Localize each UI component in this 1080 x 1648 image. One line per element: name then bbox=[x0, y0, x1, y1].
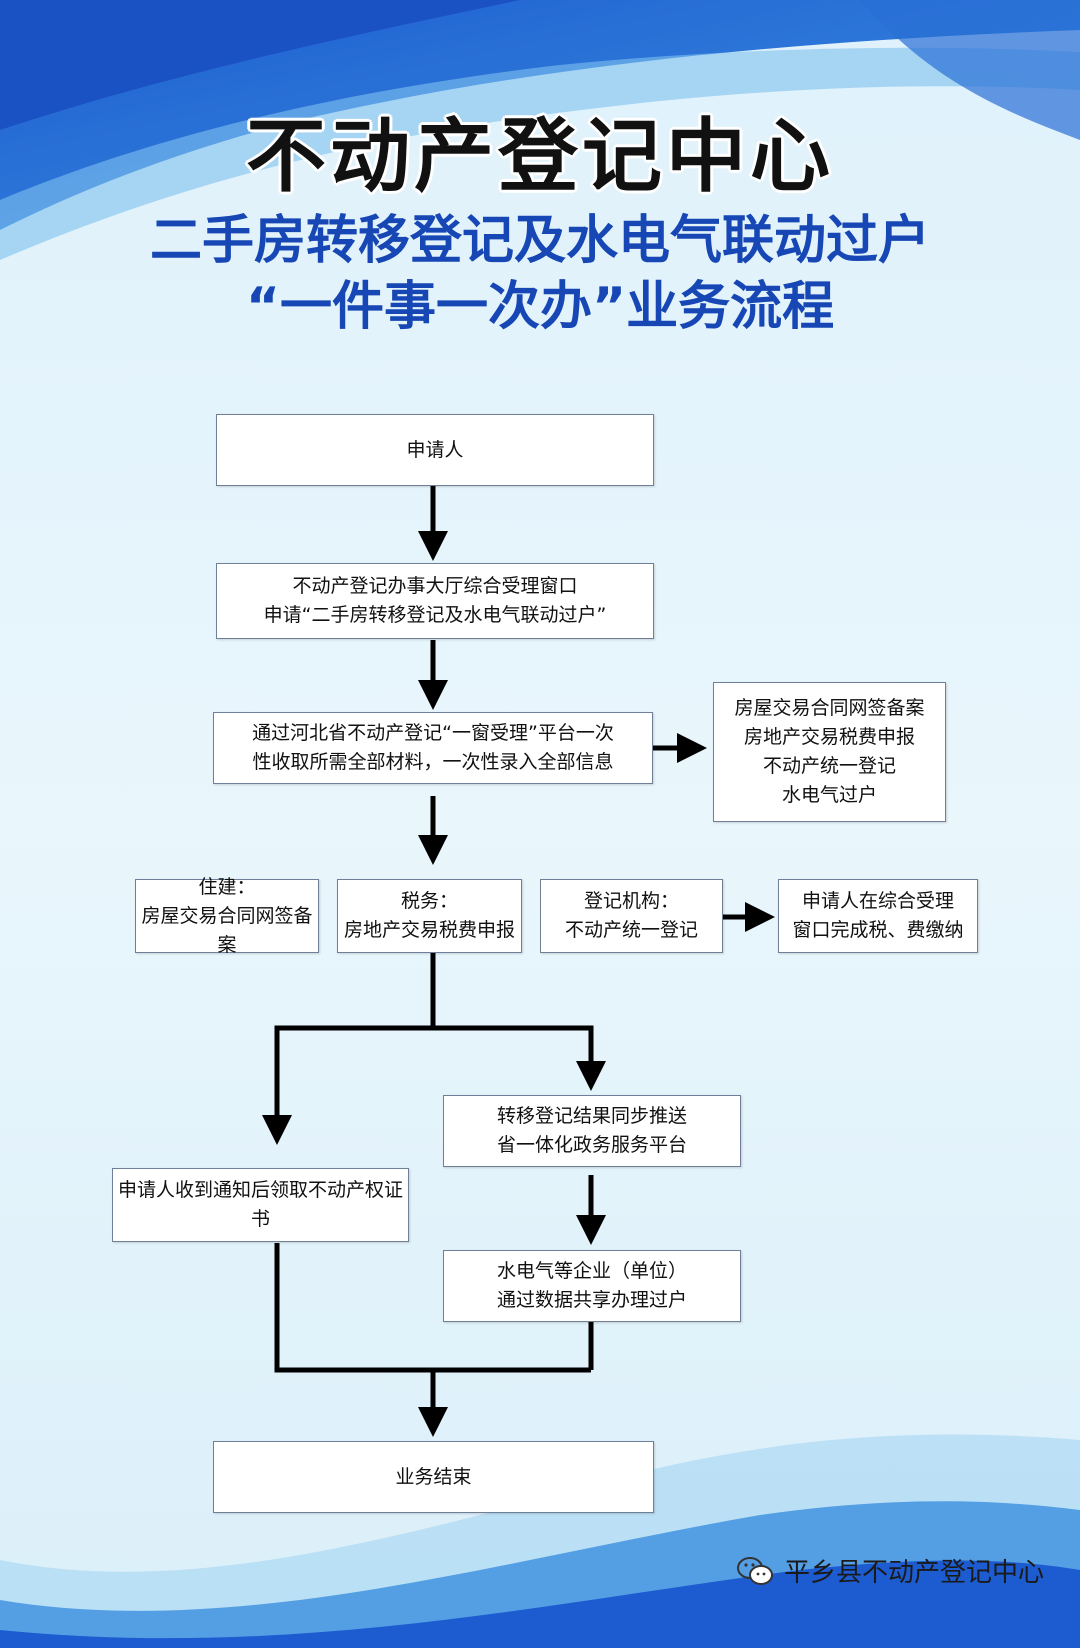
step-result-sync: 转移登记结果同步推送 省一体化政务服务平台 bbox=[443, 1095, 741, 1167]
subtitle-line-2: “一件事一次办”业务流程 bbox=[245, 277, 835, 337]
flow-subtitle: 二手房转移登记及水电气联动过户 “一件事一次办”业务流程 bbox=[0, 208, 1080, 340]
step-collect-certificate: 申请人收到通知后领取不动产权证书 bbox=[112, 1168, 409, 1242]
step-one-window-platform: 通过河北省不动产登记“一窗受理”平台一次 性收取所需全部材料，一次性录入全部信息 bbox=[213, 712, 653, 784]
step-collect-certificate-label: 申请人收到通知后领取不动产权证书 bbox=[117, 1179, 403, 1230]
arrow-to-sync bbox=[433, 1025, 606, 1091]
step-applicant: 申请人 bbox=[216, 414, 654, 486]
step-registry-label: 登记机构： 不动产统一登记 bbox=[564, 890, 698, 941]
step-one-window-platform-label: 通过河北省不动产登记“一窗受理”平台一次 性收取所需全部材料，一次性录入全部信息 bbox=[252, 722, 614, 773]
step-platform-services: 房屋交易合同网签备案 房地产交易税费申报 不动产统一登记 水电气过户 bbox=[713, 682, 946, 822]
step-tax-payment: 申请人在综合受理 窗口完成税、费缴纳 bbox=[778, 879, 978, 953]
step-result-sync-label: 转移登记结果同步推送 省一体化政务服务平台 bbox=[496, 1105, 687, 1156]
step-acceptance-window-label: 不动产登记办事大厅综合受理窗口 申请“二手房转移登记及水电气联动过户” bbox=[263, 575, 607, 626]
step-registry: 登记机构： 不动产统一登记 bbox=[540, 879, 723, 953]
step-platform-services-label: 房屋交易合同网签备案 房地产交易税费申报 不动产统一登记 水电气过户 bbox=[734, 697, 925, 806]
step-applicant-label: 申请人 bbox=[406, 438, 464, 461]
step-end-label: 业务结束 bbox=[395, 1465, 472, 1488]
step-utilities-transfer: 水电气等企业（单位） 通过数据共享办理过户 bbox=[443, 1250, 741, 1322]
step-utilities-transfer-label: 水电气等企业（单位） 通过数据共享办理过户 bbox=[496, 1260, 687, 1311]
step-housing: 住建： 房屋交易合同网签备案 bbox=[135, 876, 319, 956]
step-tax-label: 税务： 房地产交易税费申报 bbox=[343, 890, 515, 941]
step-end: 业务结束 bbox=[213, 1441, 654, 1513]
footer-account-name: 平乡县不动产登记中心 bbox=[783, 1558, 1044, 1588]
step-acceptance-window: 不动产登记办事大厅综合受理窗口 申请“二手房转移登记及水电气联动过户” bbox=[216, 563, 654, 639]
step-tax-payment-label: 申请人在综合受理 窗口完成税、费缴纳 bbox=[792, 890, 964, 941]
arrow-to-certificate bbox=[262, 1025, 433, 1145]
step-housing-label: 住建： 房屋交易合同网签备案 bbox=[141, 875, 313, 956]
page-title: 不动产登记中心 bbox=[246, 110, 834, 203]
connector-certificate-merge bbox=[274, 1243, 591, 1373]
subtitle-line-1: 二手房转移登记及水电气联动过户 bbox=[149, 211, 930, 271]
wechat-icon bbox=[736, 1556, 773, 1585]
footer-account: 平乡县不动产登记中心 bbox=[736, 1552, 1044, 1589]
step-tax: 税务： 房地产交易税费申报 bbox=[337, 879, 522, 953]
